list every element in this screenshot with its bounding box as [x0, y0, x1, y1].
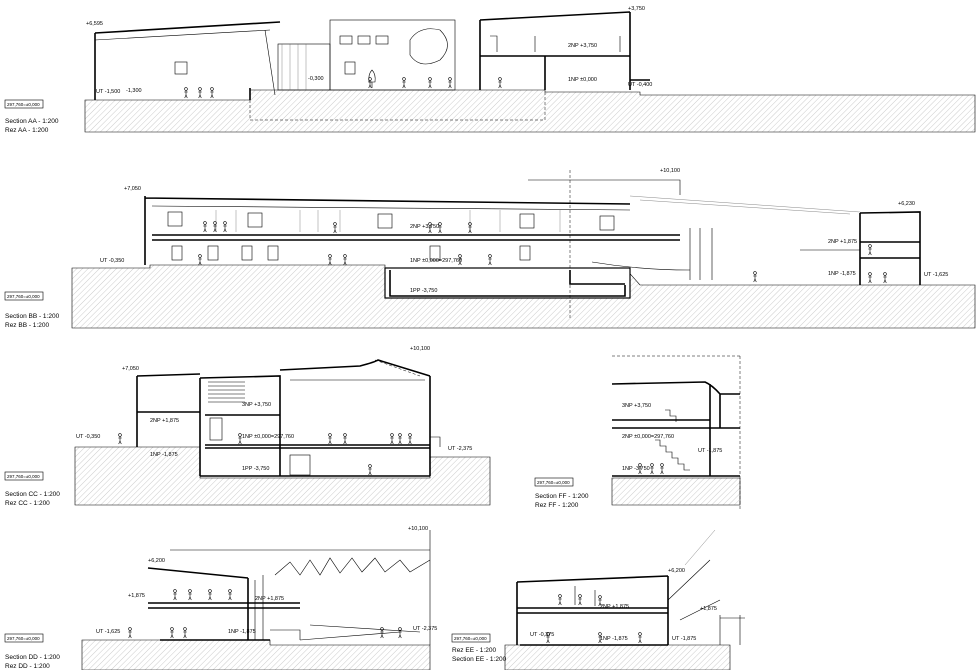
section-caption-alt: Rez DD - 1:200	[5, 663, 50, 670]
section-ee: +6,200 +1,875 2NP +1,875 1NP -1,875 UT -…	[451, 529, 745, 670]
level-label: UT -2,375	[448, 446, 472, 452]
section-bb: +7,050 +10,100 +6,230 2NP +3,750 1NP ±0,…	[4, 168, 976, 329]
level-label: +7,050	[122, 366, 139, 372]
level-label: UT -0,400	[628, 82, 652, 88]
section-cc: +10,100 +7,050 3NP +3,750 2NP +1,875 1NP…	[4, 346, 491, 507]
section-caption-alt: Rez BB - 1:200	[5, 322, 49, 329]
level-label: 1NP -3,750	[622, 466, 650, 472]
level-label: UT -2,375	[413, 626, 437, 632]
datum-reference: 297,760=±0,000	[7, 294, 40, 299]
datum-reference: 297,760=±0,000	[454, 636, 487, 641]
datum-reference: 297,760=±0,000	[7, 474, 40, 479]
section-aa: +6,595 +3,750 UT -1,500 -1,300 -0,300 2N…	[4, 6, 976, 134]
level-label: 2NP +3,750	[568, 43, 597, 49]
level-label: 2NP ±0,000=297,760	[622, 434, 674, 440]
level-label: +6,595	[86, 21, 103, 27]
level-label: UT -1,625	[96, 629, 120, 635]
level-label: +6,200	[668, 568, 685, 574]
level-label: 1NP -1,875	[828, 271, 856, 277]
level-label: 1NP ±0,000=297,760	[410, 258, 462, 264]
section-caption-alt: Rez AA - 1:200	[5, 127, 49, 134]
level-label: +10,100	[410, 346, 430, 352]
section-caption: Section CC - 1:200	[5, 491, 60, 498]
level-label: +10,100	[408, 526, 428, 532]
datum-reference: 297,760=±0,000	[7, 102, 40, 107]
level-label: UT -1,875	[698, 448, 722, 454]
datum-reference: 297,760=±0,000	[537, 480, 570, 485]
level-label: UT -0,375	[530, 632, 554, 638]
level-label: +7,050	[124, 186, 141, 192]
level-label: 1NP -1,875	[228, 629, 256, 635]
level-label: 1PP -3,750	[242, 466, 269, 472]
section-caption: Section BB - 1:200	[5, 313, 60, 320]
level-label: +1,875	[700, 606, 717, 612]
section-caption-alt: Section EE - 1:200	[452, 656, 507, 663]
level-label: UT -0,350	[100, 258, 124, 264]
level-label: 1PP -3,750	[410, 288, 437, 294]
level-label: UT -1,500	[96, 89, 120, 95]
section-caption: Section FF - 1:200	[535, 493, 589, 500]
level-label: 1NP -1,875	[600, 636, 628, 642]
level-label: 3NP +3,750	[622, 403, 651, 409]
section-caption-alt: Rez CC - 1:200	[5, 500, 50, 507]
level-label: 3NP +3,750	[242, 402, 271, 408]
section-caption: Section DD - 1:200	[5, 654, 60, 661]
level-label: 1NP ±0,000	[568, 77, 597, 83]
level-label: 2NP +1,875	[600, 604, 629, 610]
level-label: -0,300	[308, 76, 324, 82]
level-label: UT -1,875	[672, 636, 696, 642]
level-label: 2NP +3,750	[410, 224, 439, 230]
level-label: +10,100	[660, 168, 680, 174]
section-caption: Rez EE - 1:200	[452, 647, 496, 654]
level-label: +3,750	[628, 6, 645, 12]
level-label: +6,200	[148, 558, 165, 564]
level-label: 1NP ±0,000=297,760	[242, 434, 294, 440]
section-caption-alt: Rez FF - 1:200	[535, 502, 579, 509]
section-caption: Section AA - 1:200	[5, 118, 59, 125]
level-label: 1NP -1,875	[150, 452, 178, 458]
section-dd: +10,100 +6,200 +1,875 2NP +1,875 UT -1,6…	[4, 526, 437, 670]
level-label: +1,875	[128, 593, 145, 599]
datum-reference: 297,760=±0,000	[7, 636, 40, 641]
level-label: +6,230	[898, 201, 915, 207]
level-label: 2NP +1,875	[828, 239, 857, 245]
level-label: UT -0,350	[76, 434, 100, 440]
level-label: 2NP +1,875	[255, 596, 284, 602]
level-label: UT -1,625	[924, 272, 948, 278]
level-label: 2NP +1,875	[150, 418, 179, 424]
level-label: -1,300	[126, 88, 142, 94]
section-ff: 3NP +3,750 2NP ±0,000=297,760 1NP -3,750…	[534, 355, 741, 510]
